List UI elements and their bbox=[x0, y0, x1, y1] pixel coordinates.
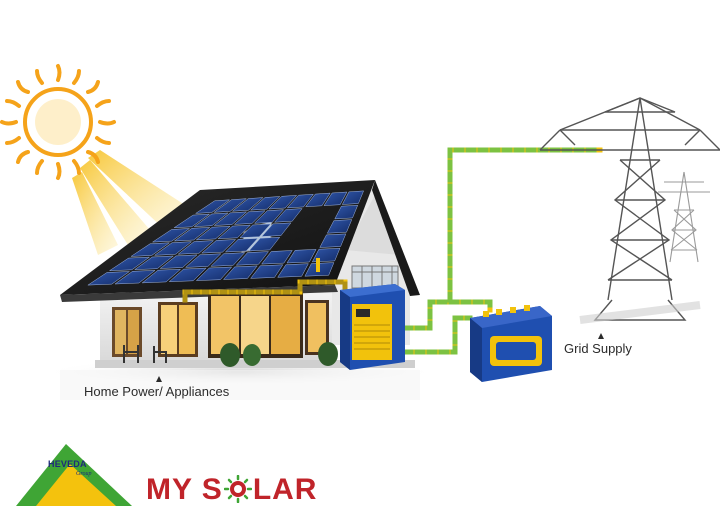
home-power-text: Home Power/ Appliances bbox=[84, 384, 230, 399]
solar-panel-cell bbox=[261, 250, 293, 265]
heveda-logo-icon bbox=[16, 444, 132, 506]
solar-panel-cell bbox=[274, 208, 303, 223]
sun-beams bbox=[72, 150, 185, 255]
solar-panel-icon bbox=[87, 190, 364, 286]
solar-panel-cell bbox=[249, 196, 281, 211]
solar-panel-cell bbox=[133, 255, 174, 270]
solar-panel-cell bbox=[177, 240, 215, 255]
power-tower-icon bbox=[539, 97, 720, 324]
caret-up-icon bbox=[156, 376, 162, 382]
solar-panel-cell bbox=[286, 249, 317, 264]
shrubs bbox=[220, 342, 338, 367]
solar-panel-cell bbox=[159, 254, 198, 269]
solar-panel-cell bbox=[194, 199, 231, 214]
solar-panel-cell bbox=[286, 194, 314, 209]
group-name: HEVEDA bbox=[48, 459, 87, 469]
sun-icon bbox=[0, 64, 116, 180]
solar-panel-cell bbox=[235, 251, 270, 266]
solar-panel-cell bbox=[250, 264, 284, 279]
solar-panel-cell bbox=[195, 226, 231, 241]
solar-panel-cell bbox=[201, 239, 237, 254]
patio-chairs bbox=[123, 345, 167, 363]
solar-panel-cell bbox=[153, 241, 193, 256]
house-windows bbox=[112, 292, 329, 358]
solar-panel-cell bbox=[114, 270, 156, 285]
solar-panel-cell bbox=[141, 269, 182, 284]
solar-panel-cell bbox=[222, 265, 258, 280]
solar-panel-cell bbox=[248, 237, 281, 252]
product-logo-left: MY S bbox=[146, 473, 223, 506]
solar-panel-cell bbox=[173, 227, 211, 242]
solar-panel-cell bbox=[173, 213, 211, 228]
solar-panel-cell bbox=[319, 233, 347, 248]
solar-panel-cell bbox=[213, 211, 248, 226]
solar-panel-cell bbox=[184, 253, 222, 268]
solar-panel-cell bbox=[224, 238, 259, 253]
solar-panel-cell bbox=[151, 228, 191, 243]
solar-panel-cell bbox=[193, 212, 229, 227]
solar-panel-cell bbox=[261, 222, 292, 237]
home-power-label: Home Power/ Appliances bbox=[84, 376, 229, 399]
solar-panel-cell bbox=[168, 267, 207, 282]
solar-panel-cell bbox=[210, 252, 246, 267]
solar-panel-cell bbox=[231, 197, 264, 212]
reflection bbox=[60, 370, 420, 400]
solar-panel-cell bbox=[268, 195, 298, 210]
sun-gear-icon bbox=[223, 474, 253, 504]
solar-panel-cell bbox=[253, 209, 285, 224]
solar-panel-cell bbox=[277, 263, 309, 278]
solar-panel-cell bbox=[323, 191, 348, 206]
product-logo: MY S LAR bbox=[146, 470, 317, 510]
solar-panel-cell bbox=[195, 266, 233, 281]
solar-panel-cell bbox=[217, 224, 251, 239]
solar-panel-cell bbox=[87, 271, 131, 286]
solar-panel-cell bbox=[130, 242, 171, 257]
solar-panel-cell bbox=[239, 223, 272, 238]
solar-panel-cell bbox=[233, 210, 266, 225]
solar-panel-cell bbox=[213, 198, 247, 213]
solar-panel-cell bbox=[108, 256, 151, 271]
solar-panel-cell bbox=[326, 219, 353, 234]
caret-up-icon bbox=[598, 333, 604, 339]
solar-panel-cell bbox=[341, 190, 364, 205]
battery-icon bbox=[470, 305, 552, 382]
solar-panel-cell bbox=[305, 192, 331, 207]
inverter-icon bbox=[340, 284, 405, 370]
grid-supply-text: Grid Supply bbox=[564, 341, 632, 356]
solar-panel-cell bbox=[334, 205, 359, 220]
group-suffix: Group bbox=[76, 471, 92, 477]
product-logo-right: LAR bbox=[252, 473, 318, 506]
grid-supply-label: Grid Supply bbox=[564, 333, 632, 356]
